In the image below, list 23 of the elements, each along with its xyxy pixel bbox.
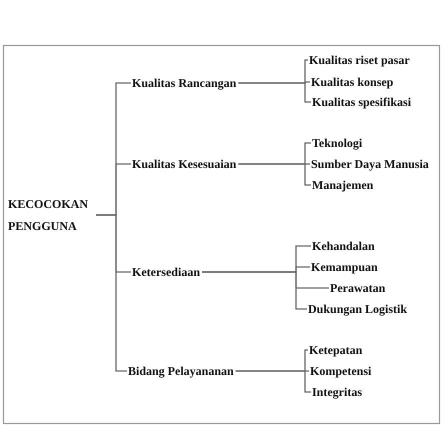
connector-line (96, 214, 127, 372)
tree-label: Kualitas spesifikasi (312, 94, 412, 110)
tree-label: Teknologi (312, 135, 362, 151)
connector-line (238, 163, 311, 186)
tree-label: Kehandalan (312, 238, 375, 254)
tree-label: Dukungan Logistik (308, 301, 408, 317)
tree-label: Kualitas Kesesuaian (132, 156, 236, 172)
root-label: KECOCOKAN PENGGUNA (8, 196, 90, 235)
connector-line (238, 82, 311, 103)
tree-label: Kualitas konsep (311, 74, 394, 90)
tree-label: Kualitas Rancangan (132, 75, 236, 91)
tree-label: Manajemen (312, 177, 374, 193)
tree-label: Perawatan (330, 280, 386, 296)
tree-label: Sumber Daya Manusia (311, 156, 429, 172)
tree-label: Bidang Pelayananan (128, 363, 234, 379)
tree-label: Ketepatan (309, 342, 362, 358)
tree-label: Kualitas riset pasar (309, 52, 410, 68)
tree-label: Integritas (312, 384, 362, 400)
tree-label: Kompetensi (310, 363, 372, 379)
tree-label: Kemampuan (311, 259, 378, 275)
tree-label: Ketersediaan (132, 264, 200, 280)
connector-line (202, 271, 307, 310)
connector-line (236, 370, 311, 393)
